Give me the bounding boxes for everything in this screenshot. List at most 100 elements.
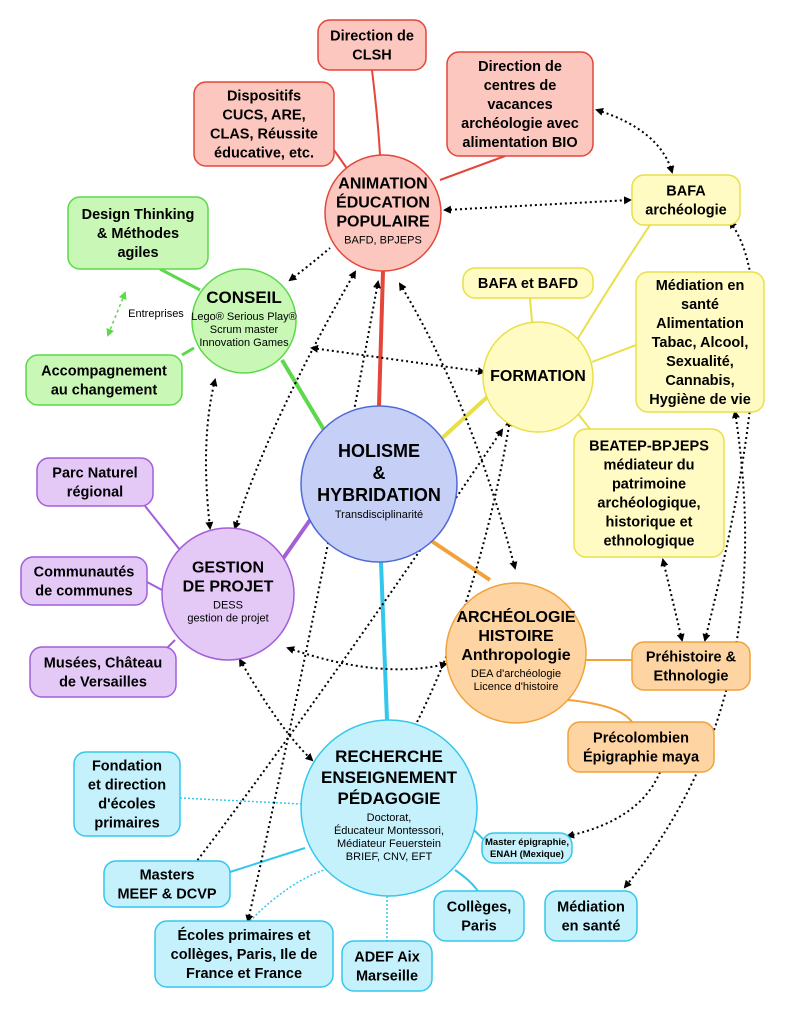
node-box — [67, 196, 209, 270]
node-label: en santé — [562, 918, 621, 934]
node-subtitle: Médiateur Feuerstein — [337, 838, 441, 850]
node-label: Accompagnement — [41, 363, 167, 379]
node-label: Précolombien — [593, 730, 689, 746]
node-label: historique et — [605, 514, 692, 530]
node-label: BAFA — [666, 183, 706, 199]
node-box — [36, 457, 154, 507]
node-label: éducative, etc. — [214, 145, 314, 161]
node-circle — [300, 405, 458, 563]
node-subtitle: BRIEF, CNV, EFT — [346, 851, 433, 863]
node-box — [631, 641, 751, 691]
node-label: BEATEP-BPJEPS — [589, 438, 709, 454]
node-title: ARCHÉOLOGIE — [456, 607, 575, 626]
node-title: CONSEIL — [206, 288, 282, 307]
node-title: GESTION — [192, 560, 264, 577]
node-label: France et France — [186, 966, 302, 982]
node-label: Paris — [461, 918, 496, 934]
node-label: agiles — [117, 245, 158, 261]
node-design[interactable]: Design Thinking & Méthodes agiles — [67, 196, 209, 270]
node-label: ADEF Aix — [354, 949, 420, 965]
edge-label-entreprises: Entreprises — [128, 308, 184, 320]
node-title: ENSEIGNEMENT — [321, 768, 458, 787]
node-label: Collèges, — [447, 899, 511, 915]
connection-line — [159, 267, 201, 292]
node-label: MEEF & DCVP — [117, 886, 216, 902]
node-label: Parc Naturel — [52, 465, 137, 481]
node-masterep[interactable]: Master épigraphie,ENAH (Mexique) — [481, 832, 573, 864]
node-label: Écoles primaires et — [178, 927, 311, 944]
connection-line — [371, 69, 381, 156]
node-title: HISTOIRE — [478, 628, 554, 645]
node-box — [481, 832, 573, 864]
node-box — [154, 920, 334, 988]
node-subtitle: Lego® Serious Play® — [191, 311, 297, 323]
connection-line — [310, 344, 486, 376]
node-bafabafd[interactable]: BAFA et BAFD — [462, 267, 594, 299]
node-circle — [191, 268, 297, 374]
connection-line — [146, 581, 163, 591]
node-recherche[interactable]: RECHERCHEENSEIGNEMENTPÉDAGOGIEDoctorat,É… — [300, 719, 478, 897]
node-label: centres de — [484, 78, 557, 94]
connection-line — [660, 558, 685, 642]
node-circle — [482, 321, 594, 433]
node-box — [73, 751, 181, 837]
node-label: & Méthodes — [97, 226, 179, 242]
node-label: collèges, Paris, Ile de — [171, 947, 318, 963]
node-ecoles[interactable]: Écoles primaires et collèges, Paris, Ile … — [154, 920, 334, 988]
connection-line — [428, 538, 492, 582]
node-label: ethnologique — [603, 533, 694, 549]
node-medsante2[interactable]: Médiation en santé — [544, 890, 638, 942]
node-circle — [161, 527, 295, 661]
node-label: archéologie avec — [461, 116, 579, 132]
connection-line — [181, 346, 195, 357]
connection-line — [245, 280, 381, 923]
node-subtitle: Doctorat, — [367, 812, 412, 824]
connections — [106, 69, 756, 941]
node-label: Cannabis, — [665, 373, 734, 389]
node-colleges[interactable]: Collèges, Paris — [433, 890, 525, 942]
connection-line — [377, 270, 385, 407]
connection-line — [398, 282, 518, 570]
node-label: d'écoles — [98, 796, 155, 812]
node-title: PÉDAGOGIE — [338, 789, 441, 808]
node-label: alimentation BIO — [462, 135, 577, 151]
connection-line — [280, 358, 332, 442]
connection-line — [567, 699, 633, 723]
node-prehistoire[interactable]: Préhistoire &Ethnologie — [631, 641, 751, 691]
node-label: ENAH (Mexique) — [490, 849, 564, 860]
node-label: Design Thinking — [82, 207, 195, 223]
node-title: & — [373, 463, 386, 483]
node-label: Fondation — [92, 758, 162, 774]
node-box — [462, 267, 594, 299]
node-parc[interactable]: Parc Naturel régional — [36, 457, 154, 507]
node-label: et direction — [88, 777, 166, 793]
node-subtitle: DEA d'archéologie — [471, 668, 561, 680]
node-formation[interactable]: FORMATION — [482, 321, 594, 433]
node-subtitle: Licence d'histoire — [474, 681, 559, 693]
connection-line — [566, 771, 661, 839]
node-label: régional — [67, 484, 123, 500]
node-label: Communautés — [34, 564, 135, 580]
node-label: Préhistoire & — [646, 649, 737, 665]
node-label: Médiation — [557, 899, 625, 915]
